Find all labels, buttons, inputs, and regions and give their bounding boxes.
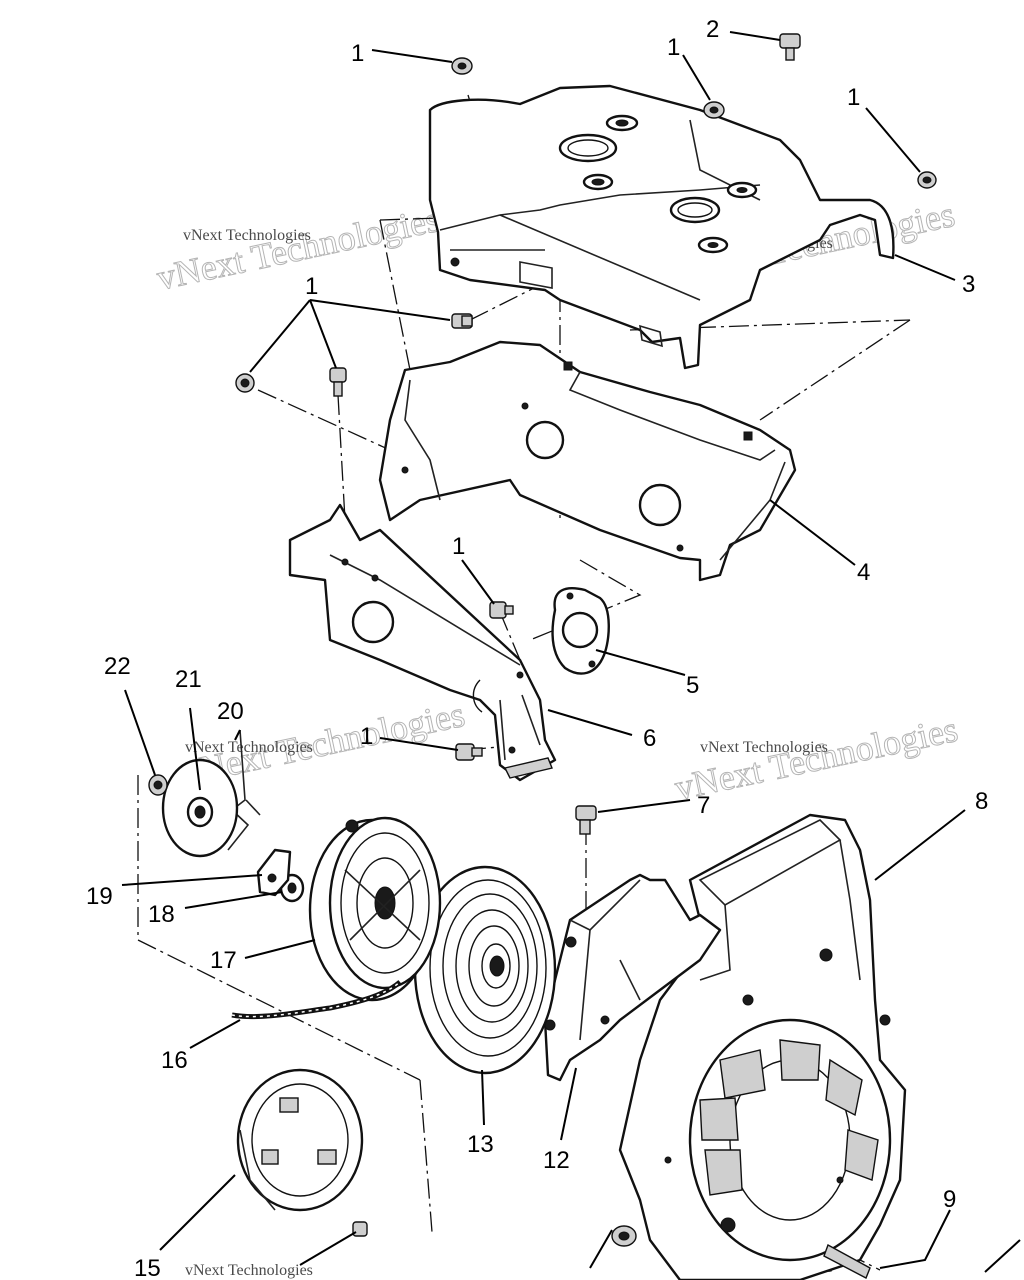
callout-2: 2 <box>706 16 719 43</box>
part-16-rope <box>231 980 402 1020</box>
callout-5: 5 <box>686 672 699 699</box>
part-21-friction-plate <box>161 758 239 858</box>
callout-12: 12 <box>543 1147 570 1174</box>
callout-4: 4 <box>857 559 870 586</box>
callouts: 1 1 1 2 3 1 4 1 5 22 21 20 1 6 7 8 19 18… <box>86 16 988 1280</box>
part-4-lower-shroud <box>378 340 797 582</box>
watermark-3-small: vNext Technologies <box>185 739 313 756</box>
watermark-1: vNext Technologies <box>153 199 443 298</box>
callout-13: 13 <box>467 1131 494 1158</box>
part-19-pawl <box>256 848 292 897</box>
callout-19: 19 <box>86 883 113 910</box>
callout-1-top-center: 1 <box>667 34 680 61</box>
callout-7: 7 <box>697 792 710 819</box>
part-15-starter-cup <box>236 1068 364 1212</box>
callout-22: 22 <box>104 653 131 680</box>
part-17-pulley <box>308 816 442 1002</box>
callout-1-lower: 1 <box>360 723 373 750</box>
part-3-top-shield <box>428 84 895 370</box>
callout-1-top-left: 1 <box>351 40 364 67</box>
callout-21: 21 <box>175 666 202 693</box>
part-6-bracket <box>288 503 557 782</box>
callout-3: 3 <box>962 271 975 298</box>
part-8-fan-housing <box>618 813 907 1280</box>
callout-17: 17 <box>210 947 237 974</box>
callout-20: 20 <box>217 698 244 725</box>
part-22-nut <box>148 774 168 796</box>
part-5-gasket <box>551 587 610 675</box>
callout-1-mid-center: 1 <box>452 533 465 560</box>
watermark-1-small: vNext Technologies <box>183 227 311 244</box>
callout-6: 6 <box>643 725 656 752</box>
part-12-starter-bracket <box>543 873 722 1082</box>
watermark-5-small: vNext Technologies <box>185 1262 313 1279</box>
callout-18: 18 <box>148 901 175 928</box>
part-13-recoil-spring <box>413 865 557 1075</box>
callout-1-mid-left: 1 <box>305 273 318 300</box>
fasteners <box>235 33 937 1247</box>
leader-lines <box>121 31 1021 1273</box>
callout-16: 16 <box>161 1047 188 1074</box>
callout-9: 9 <box>943 1186 956 1213</box>
callout-15: 15 <box>134 1255 161 1280</box>
callout-1-top-right: 1 <box>847 84 860 111</box>
watermark-4-small: vNext Technologies <box>700 739 828 756</box>
callout-8: 8 <box>975 788 988 815</box>
watermark-4: vNext Technologies <box>671 709 961 808</box>
